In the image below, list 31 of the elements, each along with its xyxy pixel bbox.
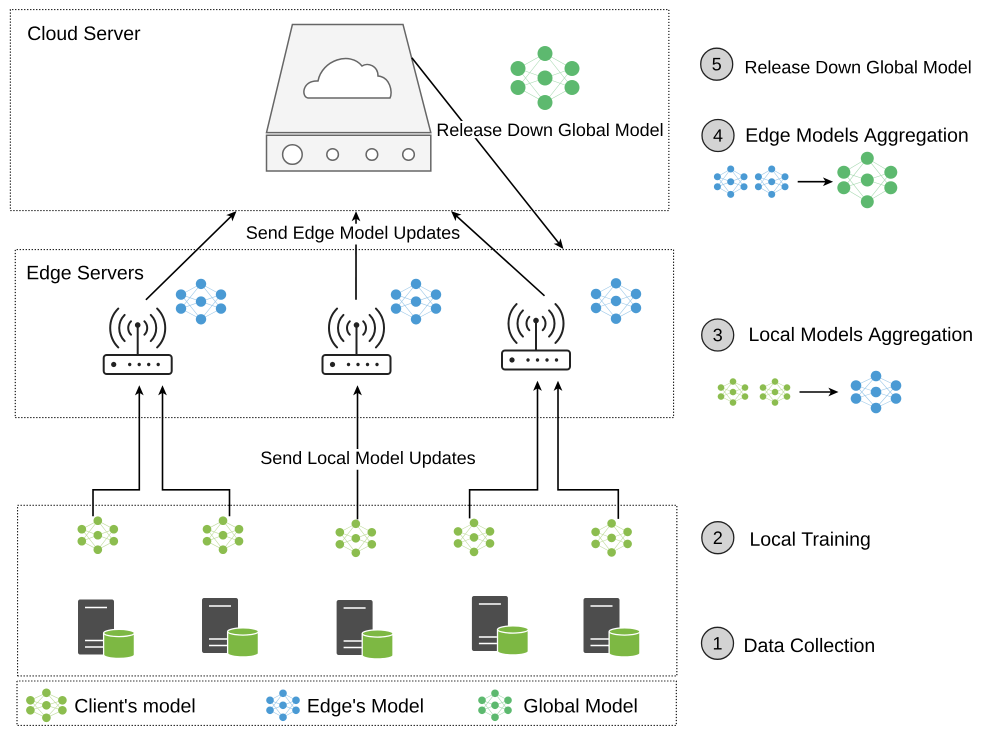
edge-label: Send Local Model Updates <box>258 449 478 470</box>
neural-network-icon <box>454 518 494 556</box>
step-number: 5 <box>700 48 734 81</box>
neural-network-icon <box>850 370 902 414</box>
edge-label: Release Down Global Model <box>434 121 666 138</box>
step-caption: Local Models Aggregation <box>750 326 972 346</box>
step-number: 4 <box>701 118 735 152</box>
neural-network-icon <box>78 516 118 554</box>
cloud-server-icon <box>266 24 432 172</box>
dotted-frame: Edge Servers <box>14 249 674 418</box>
step-caption: Release Down Global Model <box>746 60 970 74</box>
legend-label: Global Model <box>524 698 637 713</box>
dotted-frame <box>17 504 678 676</box>
step-caption: Local Training <box>751 532 870 550</box>
step-number: 3 <box>701 318 734 352</box>
edge-label: Send Edge Model Updates <box>244 224 462 245</box>
router-icon <box>501 303 571 370</box>
neural-network-pair <box>714 166 788 198</box>
neural-network-icon <box>202 516 244 554</box>
legend-label: Client's model <box>75 698 194 713</box>
neural-network-icon <box>837 152 898 208</box>
step-number: 1 <box>700 626 734 660</box>
neural-network-pair <box>718 378 790 406</box>
step-caption: Data Collection <box>745 638 874 652</box>
step-number: 2 <box>701 521 734 554</box>
router-icon <box>102 308 173 375</box>
step-caption: Edge Models Aggregation <box>746 128 968 146</box>
neural-network-icon <box>591 519 632 557</box>
legend-label: Edge's Model <box>308 698 423 716</box>
router-icon <box>322 308 392 375</box>
neural-network-icon <box>336 520 376 558</box>
